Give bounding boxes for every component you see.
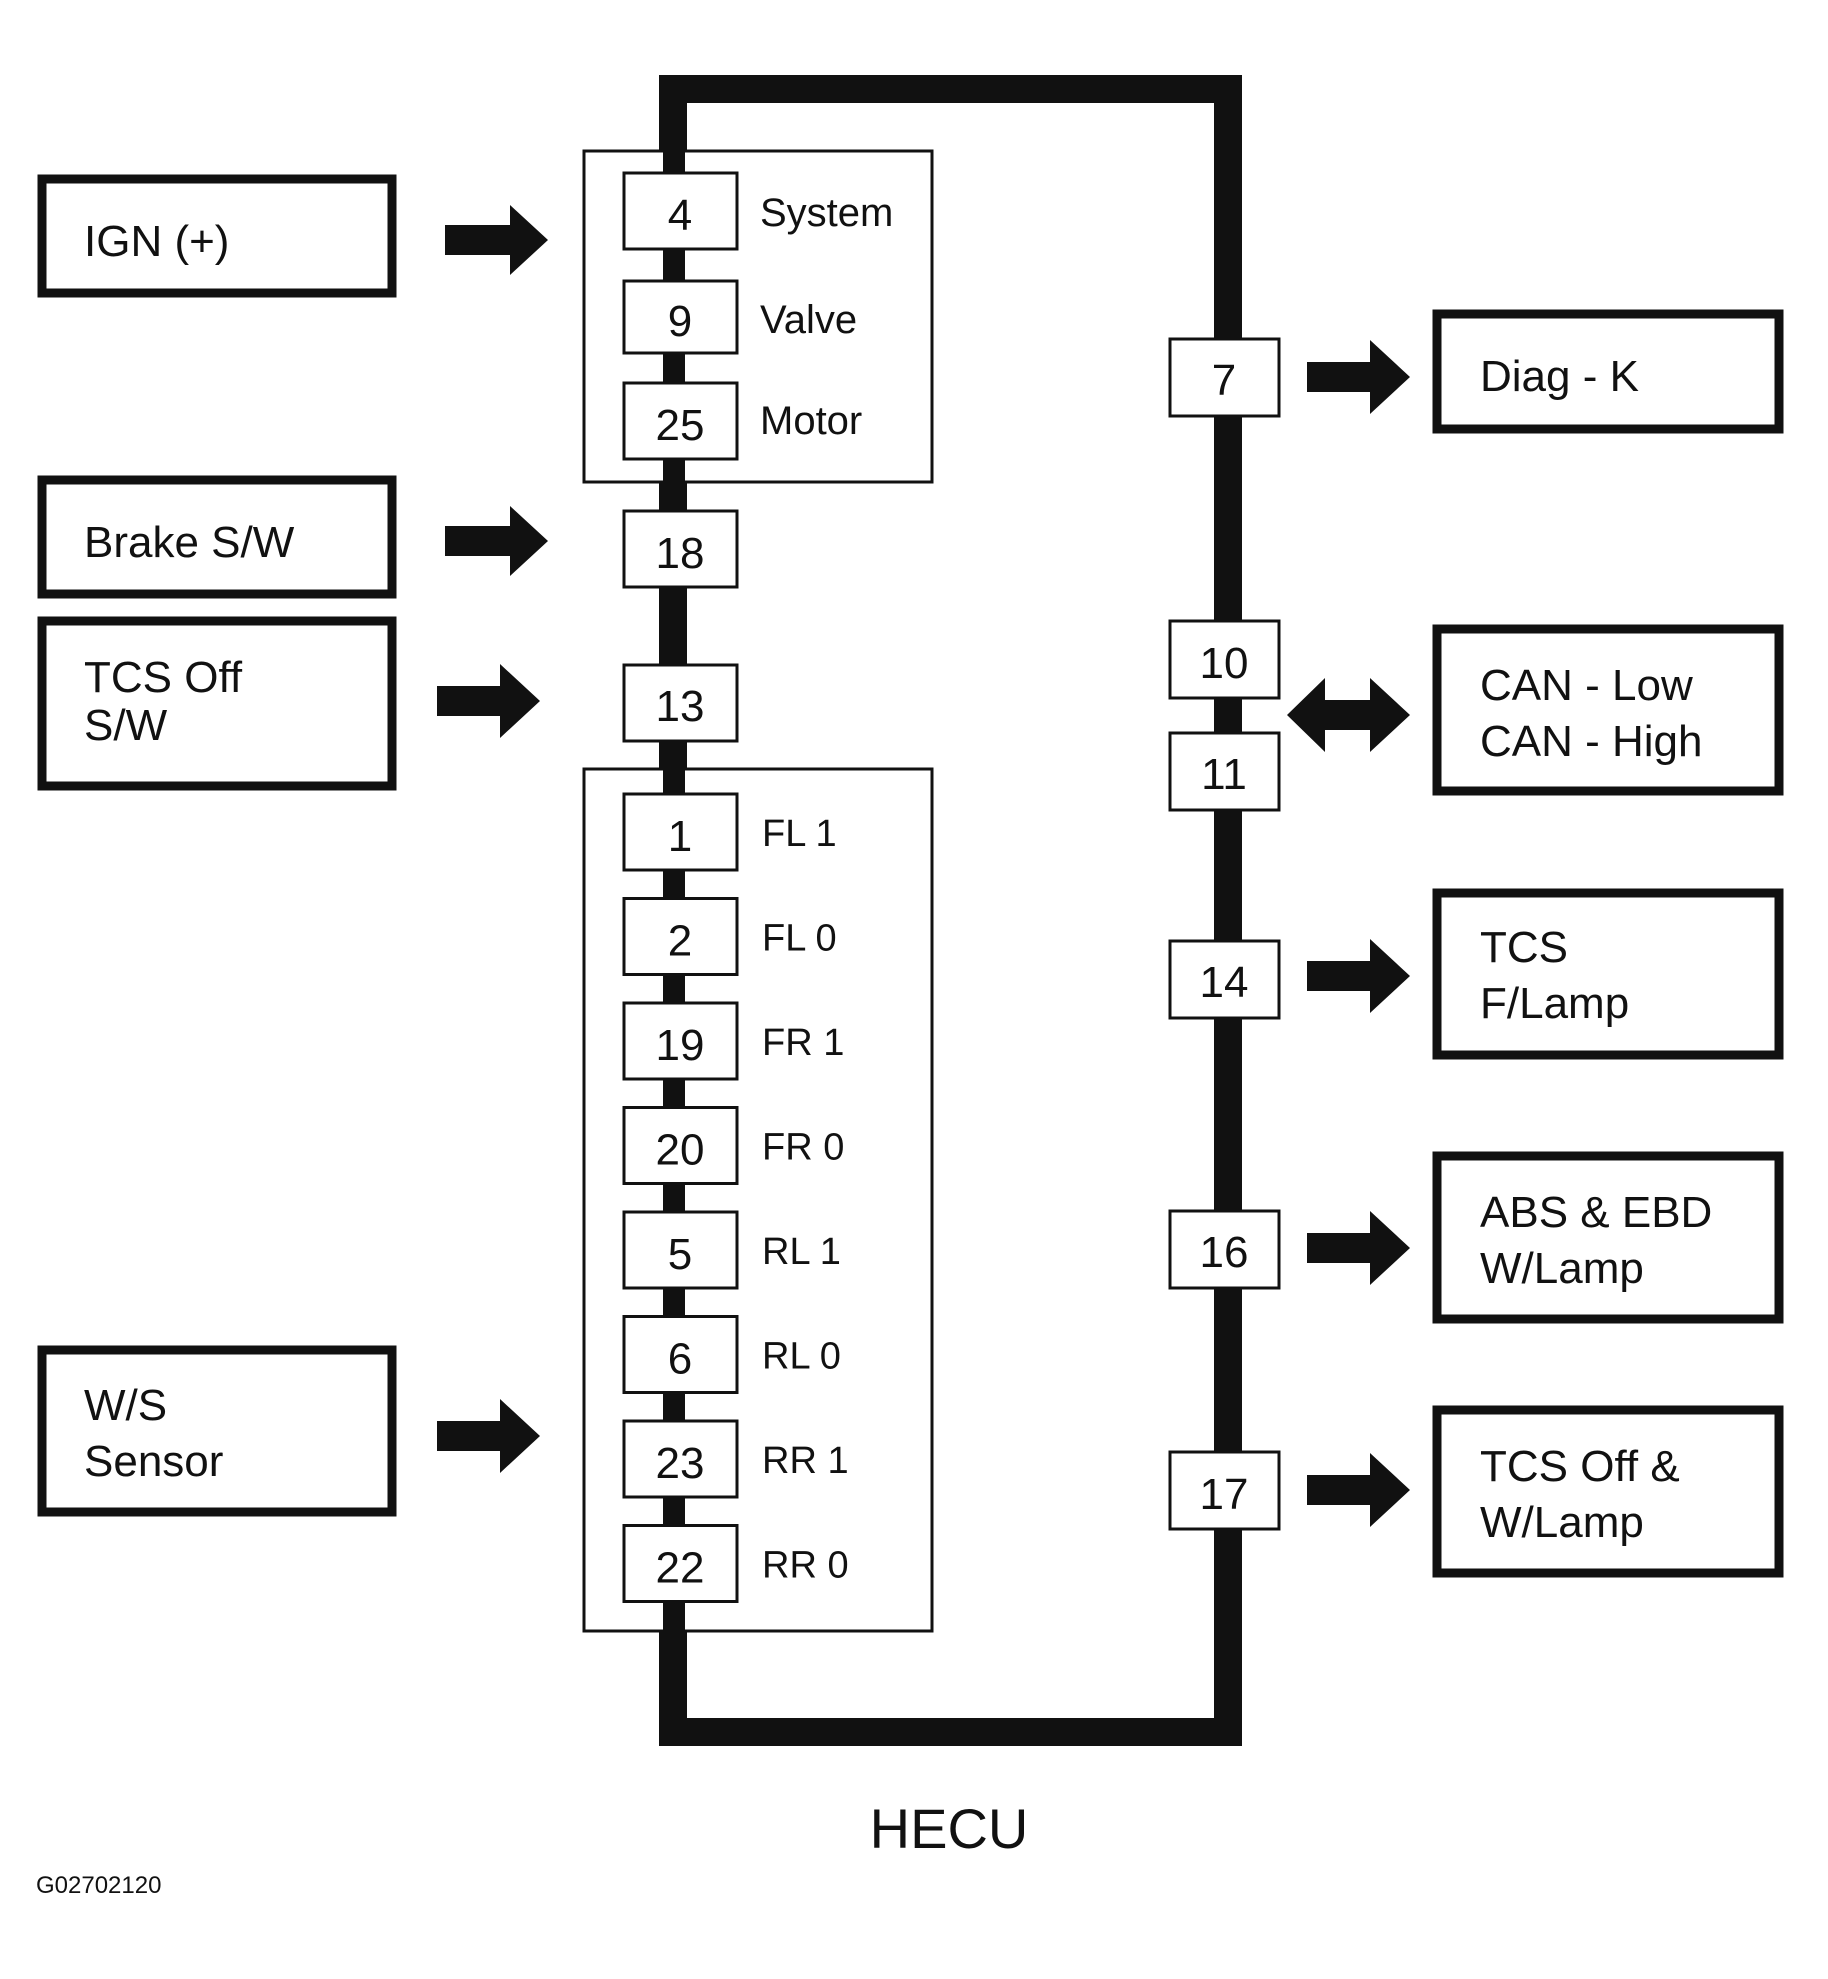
output-abs-label-line1: ABS & EBD <box>1480 1188 1712 1237</box>
output-diag-k: Diag - K <box>1432 309 1784 434</box>
input-tcs-label-line1: TCS Off <box>84 653 243 702</box>
sensor-pin-number: 1 <box>668 812 692 861</box>
sensor-pin-number: 20 <box>656 1126 705 1175</box>
pin-14: 14 <box>1168 939 1281 1020</box>
pin-16-number: 16 <box>1200 1228 1249 1277</box>
pin-4-label: System <box>760 191 893 235</box>
pin-4: 4 <box>622 171 739 251</box>
pin-10-number: 10 <box>1200 639 1249 688</box>
sensor-pin-19: 19 <box>622 1001 739 1081</box>
pin-10: 10 <box>1168 619 1281 700</box>
sensor-pin-1: 1 <box>622 792 739 872</box>
output-diag-label: Diag - K <box>1480 352 1639 401</box>
output-can: CAN - Low CAN - High <box>1432 624 1784 796</box>
pin-4-number: 4 <box>668 191 692 240</box>
pin-11: 11 <box>1168 731 1281 812</box>
sensor-pin-label: RR 0 <box>762 1545 849 1587</box>
sensor-pin-5: 5 <box>622 1210 739 1290</box>
arrow-ign <box>445 205 548 275</box>
pin-16: 16 <box>1168 1209 1281 1290</box>
output-tcs-lamp: TCS F/Lamp <box>1432 888 1784 1060</box>
sensor-pin-20: 20 <box>622 1106 739 1185</box>
pin-25-label: Motor <box>760 399 862 443</box>
sensor-pin-number: 23 <box>656 1439 705 1488</box>
input-tcs-label-line2: S/W <box>84 701 168 750</box>
pin-11-number: 11 <box>1201 750 1247 799</box>
sensor-pin-2: 2 <box>622 897 739 976</box>
output-can-low-label: CAN - Low <box>1480 661 1693 710</box>
output-abs-label-line2: W/Lamp <box>1480 1244 1644 1293</box>
sensor-pin-6: 6 <box>622 1315 739 1394</box>
input-ws-label-line2: Sensor <box>84 1437 223 1486</box>
sensor-pin-number: 22 <box>656 1544 705 1593</box>
diagram-title: HECU <box>870 1797 1029 1860</box>
input-brake-label: Brake S/W <box>84 518 295 567</box>
input-tcs-off-switch: TCS Off S/W <box>37 616 397 791</box>
pin-17-number: 17 <box>1200 1470 1249 1519</box>
output-abs-ebd-lamp: ABS & EBD W/Lamp <box>1432 1151 1784 1324</box>
output-tcs-label-line2: F/Lamp <box>1480 979 1629 1028</box>
pin-17: 17 <box>1168 1450 1281 1531</box>
output-tcs-label-line1: TCS <box>1480 923 1568 972</box>
arrow-brake <box>445 506 548 576</box>
input-ws-sensor: W/S Sensor <box>37 1345 397 1517</box>
sensor-pin-label: RL 0 <box>762 1336 841 1378</box>
arrow-tcs-off-lamp <box>1307 1453 1410 1527</box>
arrow-ws-sensor <box>437 1399 540 1473</box>
pin-18-number: 18 <box>656 529 705 578</box>
sensor-pin-number: 5 <box>668 1230 692 1279</box>
pin-13-number: 13 <box>656 682 705 731</box>
bus-line-lower <box>663 769 685 1631</box>
input-ign-label: IGN (+) <box>84 217 229 266</box>
arrow-diag <box>1307 340 1410 414</box>
input-ign: IGN (+) <box>37 174 397 298</box>
pin-25: 25 <box>622 381 739 461</box>
figure-code: G02702120 <box>36 1872 161 1899</box>
sensor-pin-23: 23 <box>622 1419 739 1499</box>
pin-14-number: 14 <box>1200 958 1249 1007</box>
pin-9-label: Valve <box>760 298 857 342</box>
pin-9: 9 <box>622 279 739 355</box>
sensor-pin-label: RR 1 <box>762 1440 849 1482</box>
sensor-pin-label: RL 1 <box>762 1231 841 1273</box>
output-can-high-label: CAN - High <box>1480 717 1703 766</box>
pin-13: 13 <box>622 663 739 743</box>
arrow-tcs-off <box>437 664 540 738</box>
output-tcs-off-label-line2: W/Lamp <box>1480 1498 1644 1547</box>
arrow-tcs-lamp <box>1307 939 1410 1013</box>
arrow-can-bidirectional <box>1287 678 1410 752</box>
pin-9-number: 9 <box>668 297 692 346</box>
sensor-pin-label: FR 1 <box>762 1022 844 1064</box>
arrow-abs-lamp <box>1307 1211 1410 1285</box>
sensor-pin-number: 19 <box>656 1021 705 1070</box>
pin-18: 18 <box>622 509 739 589</box>
pin-7-number: 7 <box>1212 356 1236 405</box>
sensor-pin-22: 22 <box>622 1524 739 1603</box>
sensor-pin-label: FL 0 <box>762 918 837 960</box>
pin-7: 7 <box>1168 337 1281 418</box>
sensor-pin-number: 6 <box>668 1335 692 1384</box>
sensor-pin-number: 2 <box>668 917 692 966</box>
output-tcs-off-label-line1: TCS Off & <box>1480 1442 1680 1491</box>
sensor-pin-label: FL 1 <box>762 813 837 855</box>
pin-25-number: 25 <box>656 401 705 450</box>
input-ws-label-line1: W/S <box>84 1381 167 1430</box>
sensor-pin-label: FR 0 <box>762 1127 844 1169</box>
output-tcs-off-lamp: TCS Off & W/Lamp <box>1432 1405 1784 1578</box>
sensor-pin-list: 1 FL 1 2 FL 0 19 FR 1 20 FR 0 5 RL 1 6 RL 0 23 RR 1 22… <box>622 792 849 1603</box>
input-brake-switch: Brake S/W <box>37 475 397 599</box>
